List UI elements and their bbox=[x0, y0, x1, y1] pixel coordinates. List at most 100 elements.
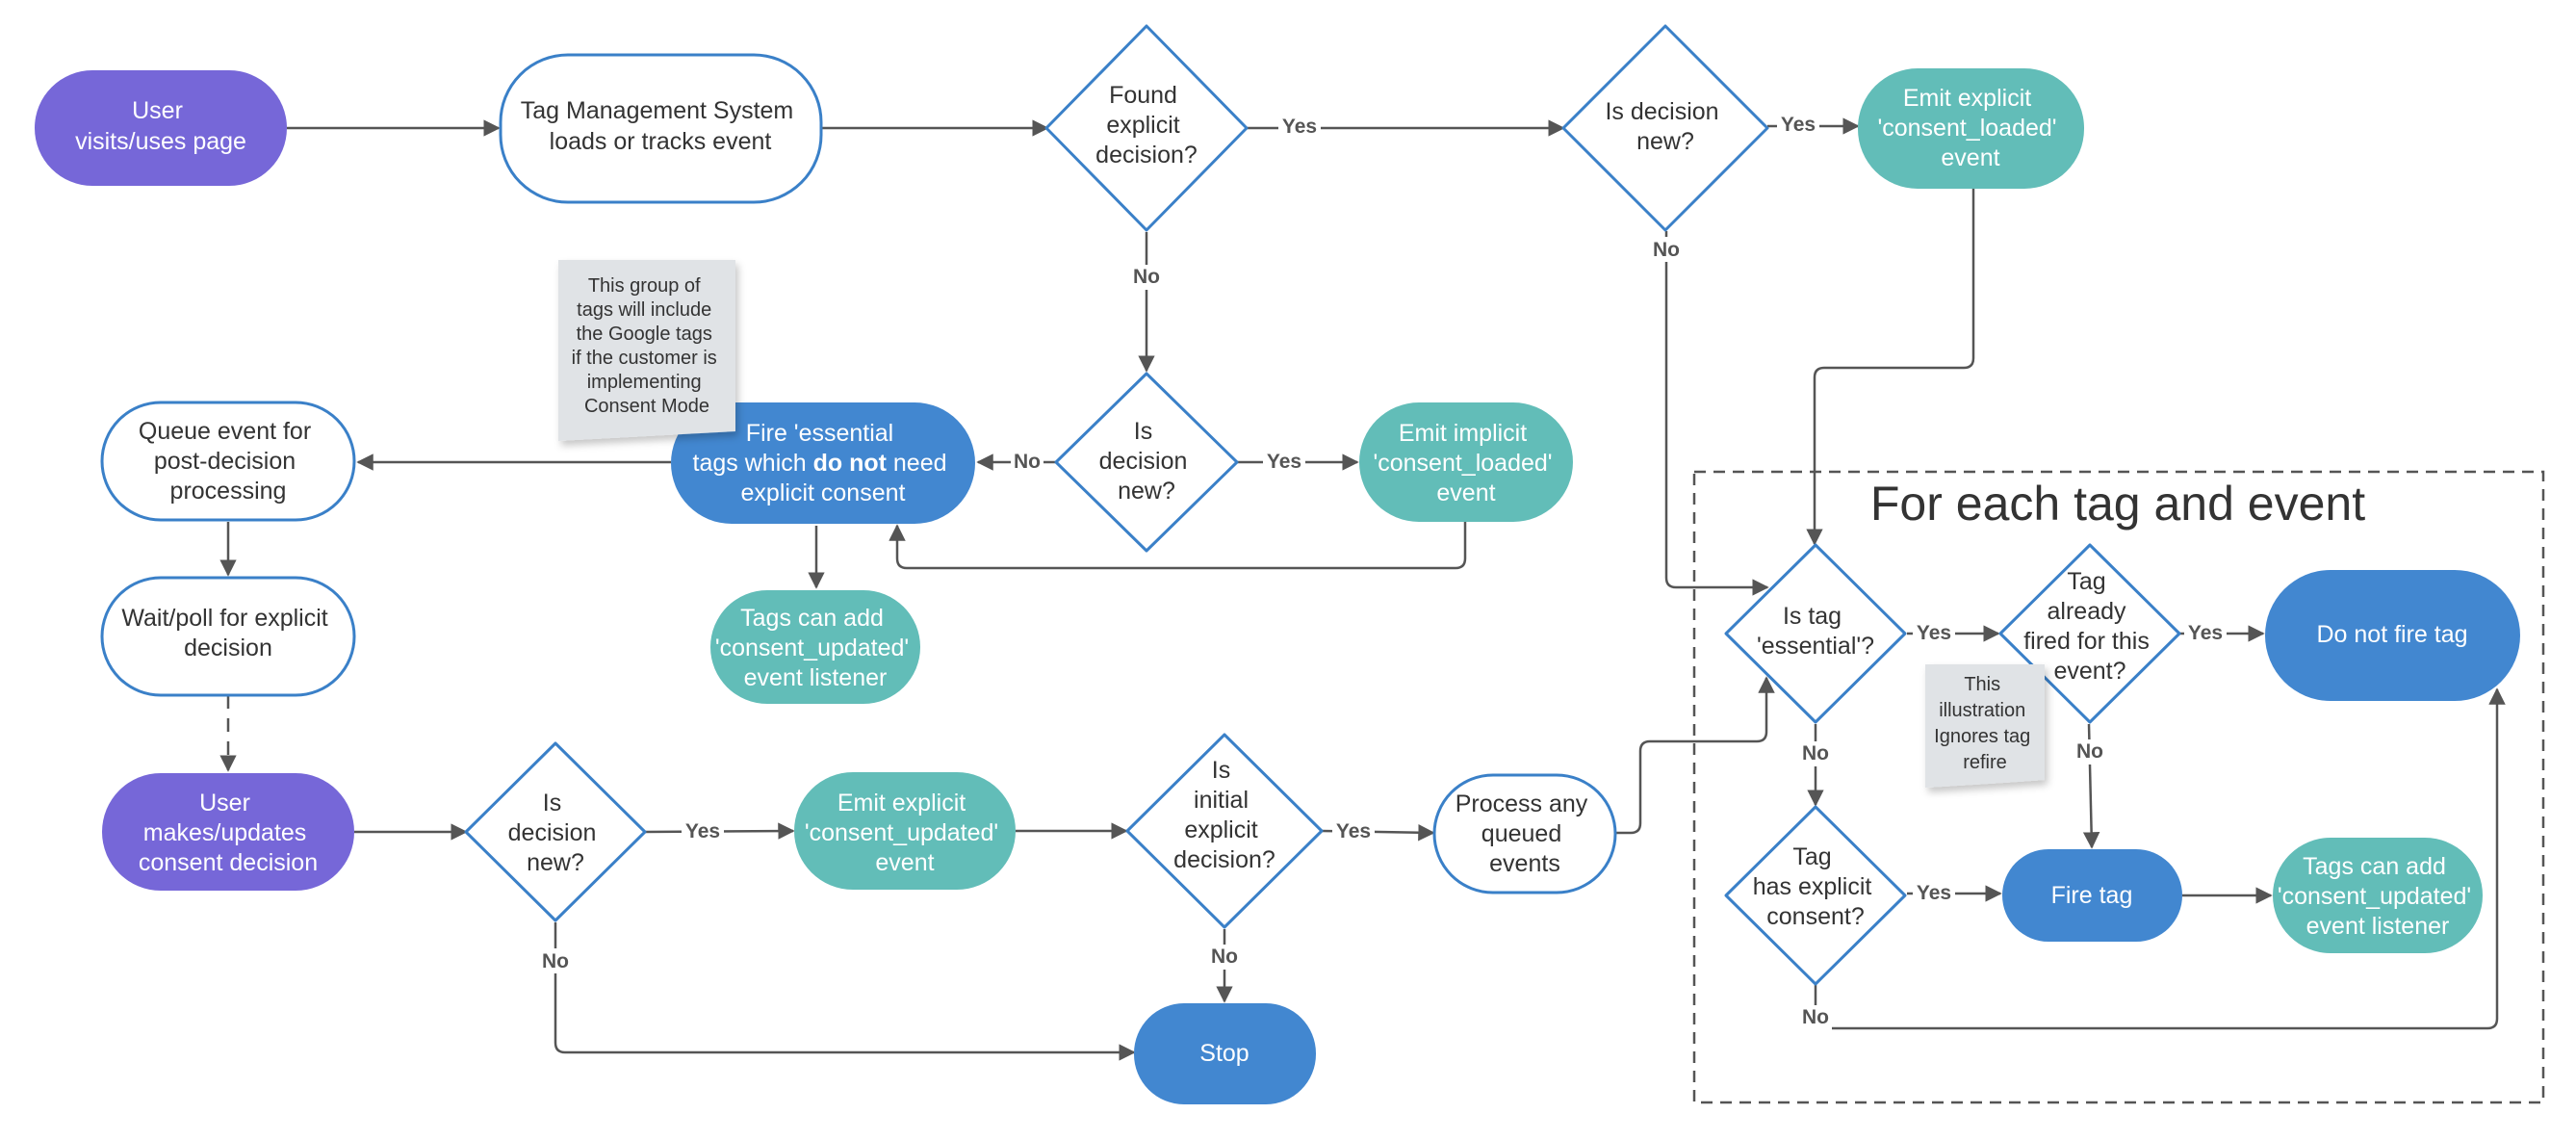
node-user-updates: User makes/updates consent decision bbox=[102, 773, 354, 891]
svg-text:Emit implicit 'consent: Emit implicit 'consent_loaded' event bbox=[1373, 420, 1558, 506]
svg-text:Stop: Stop bbox=[1199, 1040, 1249, 1067]
node-is-initial-explicit: Is initial explicit decision? bbox=[1125, 733, 1324, 929]
queue-event-line-1: Queue event for bbox=[139, 418, 311, 445]
queue-event-line-3: processing bbox=[170, 478, 287, 505]
process-queued-line-2: queued bbox=[1481, 820, 1561, 847]
emit-explicit-loaded-line-3: event bbox=[1941, 144, 1999, 171]
svg-text:Is tag 'essential'?: Is tag 'essential'? bbox=[1757, 603, 1874, 660]
node-is-new-bottom: Is decision new? bbox=[464, 741, 647, 922]
svg-text:Fire tag: Fire tag bbox=[2051, 882, 2133, 909]
nodes: User visits/uses page Tag Management Sys… bbox=[35, 24, 2520, 1104]
node-listener-right: Tags can add 'consent_updated' event lis… bbox=[2273, 838, 2483, 953]
svg-text:Tag has explicit: Tag has explicit consent? bbox=[1753, 843, 1879, 930]
note-refire-line-4: refire bbox=[1963, 752, 2007, 773]
svg-text:Process any queued: Process any queued events bbox=[1455, 790, 1595, 877]
note-google-tags-line-1: This group of bbox=[588, 275, 701, 297]
note-google-tags-line-2: tags will include bbox=[577, 299, 711, 321]
node-queue-event: Queue event for post-decision processing bbox=[100, 401, 356, 522]
is-new-top-line-2: new? bbox=[1636, 128, 1694, 155]
label-found-no: No bbox=[1133, 266, 1160, 288]
svg-text:Tag Management System: Tag Management System loads or tracks ev… bbox=[521, 97, 800, 155]
node-emit-implicit-loaded: Emit implicit 'consent_loaded' event bbox=[1359, 402, 1573, 522]
is-initial-explicit-line-3: explicit bbox=[1184, 816, 1257, 843]
emit-implicit-loaded-line-2: 'consent_loaded' bbox=[1373, 450, 1552, 477]
tms-loads-line-2: loads or tracks event bbox=[550, 128, 772, 155]
is-new-bottom-line-3: new? bbox=[527, 849, 584, 876]
is-new-mid-line-1: Is bbox=[1134, 418, 1152, 445]
edge-labels: Yes No Yes No No Yes Yes No Yes No Yes N… bbox=[539, 112, 2227, 1030]
tms-loads-line-1: Tag Management System bbox=[521, 97, 793, 124]
found-explicit-line-1: Found bbox=[1109, 82, 1177, 109]
node-is-new-mid: Is decision new? bbox=[1054, 372, 1239, 553]
is-new-top-line-1: Is decision bbox=[1605, 98, 1718, 125]
label-consent-yes: Yes bbox=[1917, 882, 1951, 904]
emit-implicit-loaded-line-3: event bbox=[1436, 479, 1495, 506]
is-new-mid-line-2: decision bbox=[1099, 448, 1188, 475]
node-user-visits: User visits/uses page bbox=[35, 70, 287, 186]
svg-text:Is initial exp: Is initial explicit decision? bbox=[1173, 757, 1275, 873]
label-essential-yes: Yes bbox=[1917, 622, 1951, 644]
svg-text:Queue event for post-d: Queue event for post-decision processing bbox=[139, 418, 318, 505]
label-new-bottom-no: No bbox=[542, 950, 569, 972]
label-new-bottom-yes: Yes bbox=[685, 820, 720, 842]
group-title: For each tag and event bbox=[1870, 477, 2365, 531]
is-initial-explicit-line-4: decision? bbox=[1173, 846, 1275, 873]
note-google-tags-line-5: implementing bbox=[587, 372, 702, 393]
listener-right-line-1: Tags can add bbox=[2303, 853, 2446, 880]
note-google-tags-line-6: Consent Mode bbox=[584, 396, 709, 417]
queue-event-line-2: post-decision bbox=[154, 448, 296, 475]
fire-essential-line-1: Fire 'essential bbox=[746, 420, 893, 447]
listener-mid-line-1: Tags can add bbox=[740, 605, 884, 632]
svg-text:Is decision new?: Is decision new? bbox=[1605, 98, 1725, 155]
user-updates-line-3: consent decision bbox=[139, 849, 318, 876]
note-refire-line-1: This bbox=[1964, 674, 2000, 695]
stop-label: Stop bbox=[1199, 1040, 1249, 1067]
note-google-tags-line-3: the Google tags bbox=[577, 324, 712, 345]
tag-has-consent-line-3: consent? bbox=[1766, 903, 1864, 930]
label-fired-no: No bbox=[2076, 740, 2103, 763]
fire-essential-line-2-bold: do not bbox=[813, 450, 888, 477]
label-new-mid-no: No bbox=[1014, 451, 1041, 473]
node-fire-tag: Fire tag bbox=[2002, 849, 2182, 942]
svg-text:User makes/updates: User makes/updates consent decision bbox=[139, 790, 318, 876]
is-new-bottom-line-1: Is bbox=[543, 790, 561, 816]
svg-text:Found explicit: Found explicit decision? bbox=[1095, 82, 1198, 168]
note-google-tags-line-4: if the customer is bbox=[572, 348, 717, 369]
tag-has-consent-line-2: has explicit bbox=[1753, 873, 1872, 900]
label-initial-no: No bbox=[1211, 946, 1238, 968]
edge-new-bottom-no-to-stop bbox=[554, 922, 1136, 1061]
process-queued-line-3: events bbox=[1489, 850, 1560, 877]
listener-mid-line-3: event listener bbox=[744, 664, 888, 691]
is-initial-explicit-line-1: Is bbox=[1212, 757, 1230, 784]
svg-text:Emit explicit 'consent: Emit explicit 'consent_updated' event bbox=[805, 790, 1005, 876]
is-tag-essential-line-1: Is tag bbox=[1783, 603, 1842, 630]
is-new-bottom-line-2: decision bbox=[508, 819, 597, 846]
svg-text:Do not fire tag: Do not fire tag bbox=[2316, 621, 2467, 648]
fire-essential-line-2-post: need bbox=[887, 450, 947, 477]
listener-right-line-3: event listener bbox=[2306, 913, 2450, 940]
node-tms-loads: Tag Management System loads or tracks ev… bbox=[499, 53, 823, 204]
node-listener-mid: Tags can add 'consent_updated' event lis… bbox=[710, 590, 920, 704]
listener-right-line-2: 'consent_updated' bbox=[2278, 883, 2471, 910]
node-tag-already-fired: Tag already fired for this event? bbox=[1998, 543, 2181, 724]
svg-text:Fire 'essential tags w: Fire 'essential tags which do not need e… bbox=[693, 420, 954, 506]
node-tag-has-consent: Tag has explicit consent? bbox=[1724, 805, 1907, 986]
emit-explicit-updated-line-2: 'consent_updated' bbox=[805, 819, 998, 846]
edge-process-to-essential bbox=[1615, 676, 1775, 835]
note-refire: This illustration Ignores tag refire bbox=[1925, 664, 2045, 788]
label-new-mid-yes: Yes bbox=[1267, 451, 1301, 473]
tag-already-fired-line-2: already bbox=[2048, 598, 2126, 625]
node-is-new-top: Is decision new? bbox=[1561, 24, 1769, 232]
tag-already-fired-line-3: fired for this bbox=[2023, 628, 2150, 655]
label-fired-yes: Yes bbox=[2188, 622, 2223, 644]
emit-explicit-updated-line-1: Emit explicit bbox=[837, 790, 966, 816]
label-new-top-yes: Yes bbox=[1781, 114, 1816, 136]
node-found-explicit: Found explicit decision? bbox=[1044, 24, 1249, 232]
node-fire-essential: Fire 'essential tags which do not need e… bbox=[671, 402, 975, 524]
wait-poll-line-2: decision bbox=[184, 635, 272, 661]
emit-explicit-loaded-line-1: Emit explicit bbox=[1903, 85, 2031, 112]
label-essential-no: No bbox=[1802, 742, 1829, 764]
node-emit-explicit-updated: Emit explicit 'consent_updated' event bbox=[794, 772, 1016, 890]
note-google-tags: This group of tags will include the Goog… bbox=[558, 260, 735, 441]
